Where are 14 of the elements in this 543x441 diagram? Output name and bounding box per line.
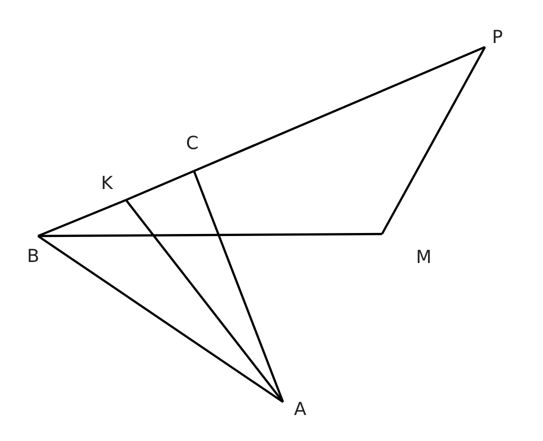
- point-label: K: [101, 174, 113, 194]
- point-label: P: [492, 28, 503, 48]
- point-label: C: [186, 134, 199, 154]
- point-label: M: [416, 248, 432, 268]
- line-segment: [192, 170, 284, 402]
- line-segment: [126, 170, 194, 202]
- line-segment: [381, 46, 486, 235]
- line-segment: [125, 199, 284, 403]
- line-segment: [194, 46, 486, 172]
- line-segment: [38, 198, 126, 238]
- point-label: B: [27, 247, 40, 267]
- line-segment: [37, 235, 284, 403]
- point-label: A: [294, 400, 306, 420]
- line-segment: [38, 232, 382, 238]
